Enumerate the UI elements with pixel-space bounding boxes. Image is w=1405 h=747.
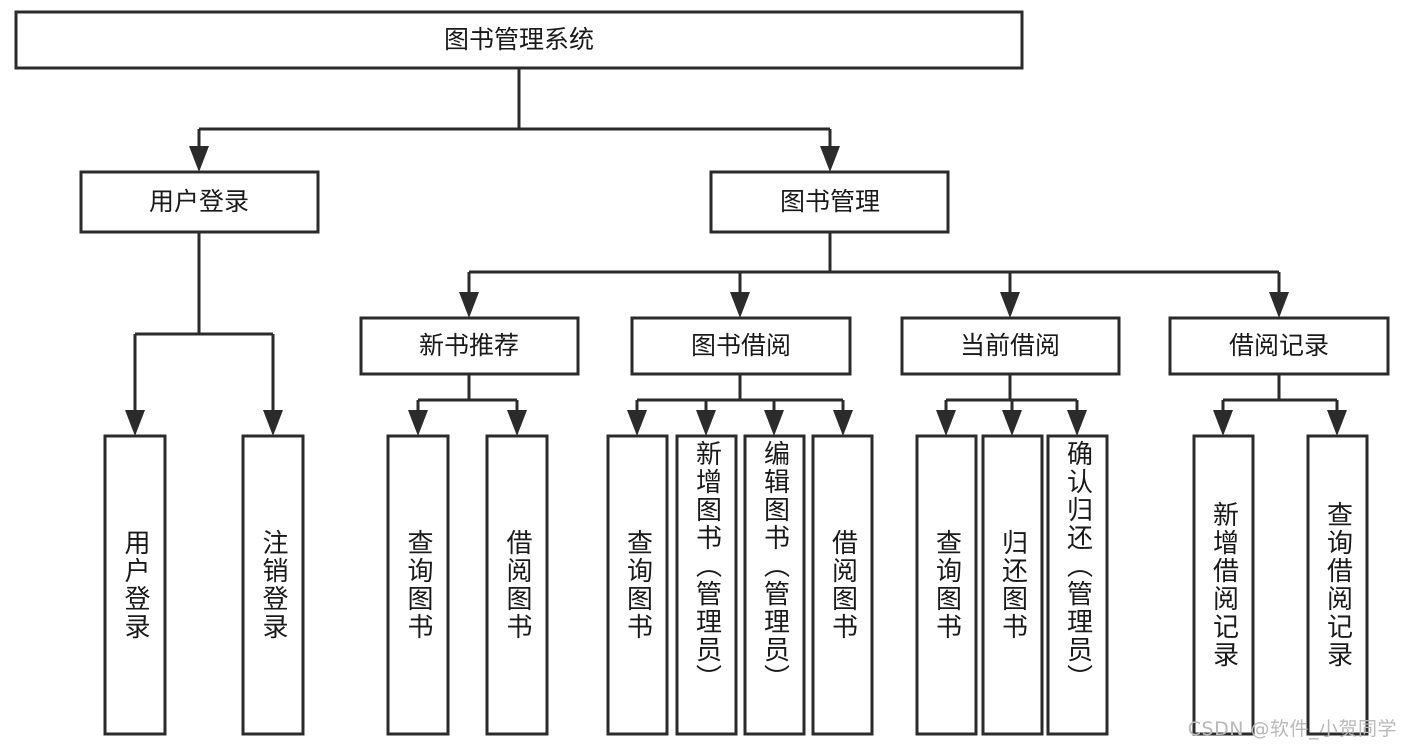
node-leaf-borrow-book-1[interactable]	[485, 434, 549, 736]
arrow-head-leaf-query-book-3	[936, 410, 956, 436]
node-current-borrow-label: 当前借阅	[960, 331, 1060, 360]
connector-current-borrow-to-leaves	[936, 374, 1087, 436]
node-new-book-recommend[interactable]: 新书推荐	[359, 316, 580, 376]
node-leaf-query-book-1[interactable]	[386, 434, 450, 736]
node-leaf-user-login[interactable]	[103, 434, 167, 736]
connector-borrow-record-to-leaves	[1213, 374, 1347, 436]
arrow-head-leaf-return-book	[1002, 410, 1022, 436]
arrow-head-new-book-recommend	[459, 292, 479, 318]
arrow-head-leaf-add-borrow-record	[1213, 410, 1233, 436]
node-new-book-recommend-label: 新书推荐	[419, 331, 519, 360]
connector-user-login-to-leaves	[125, 232, 283, 436]
node-leaf-borrow-book-2[interactable]	[811, 434, 874, 736]
arrow-head-leaf-edit-book	[764, 410, 784, 436]
node-root[interactable]: 图书管理系统	[14, 10, 1024, 70]
node-leaf-query-book-2[interactable]	[606, 434, 669, 736]
node-leaf-confirm-return[interactable]	[1046, 434, 1109, 736]
node-book-borrow[interactable]: 图书借阅	[630, 316, 852, 376]
arrow-head-leaf-query-book-1	[408, 410, 428, 436]
node-book-manage-label: 图书管理	[780, 187, 880, 216]
arrow-head-current-borrow	[1000, 292, 1020, 318]
arrow-head-user-login	[189, 146, 209, 172]
arrow-head-leaf-query-book-2	[627, 410, 647, 436]
arrow-head-leaf-user-logout	[263, 410, 283, 436]
node-user-login-label: 用户登录	[149, 187, 249, 216]
arrow-head-borrow-record	[1269, 292, 1289, 318]
connector-book-manage-to-level3	[459, 232, 1289, 318]
node-book-borrow-label: 图书借阅	[691, 331, 791, 360]
arrow-head-leaf-borrow-book-2	[833, 410, 853, 436]
csdn-watermark: CSDN @软件_小贺同学	[1187, 718, 1397, 740]
node-leaf-query-borrow-record[interactable]	[1306, 434, 1369, 736]
arrow-head-leaf-borrow-book-1	[507, 410, 527, 436]
node-root-label: 图书管理系统	[444, 25, 594, 54]
node-book-manage[interactable]: 图书管理	[709, 170, 950, 234]
arrow-head-book-manage	[820, 146, 840, 172]
node-leaf-query-book-3[interactable]	[915, 434, 978, 736]
arrow-head-leaf-add-book	[696, 410, 716, 436]
leaf-boxes	[103, 434, 1369, 736]
node-user-login[interactable]: 用户登录	[79, 170, 320, 234]
node-current-borrow[interactable]: 当前借阅	[900, 316, 1121, 376]
node-leaf-user-logout[interactable]	[241, 434, 305, 736]
connector-new-book-recommend-to-leaves	[408, 374, 527, 436]
connector-root-to-level2	[189, 68, 840, 172]
arrow-head-book-borrow	[730, 292, 750, 318]
node-leaf-return-book[interactable]	[981, 434, 1044, 736]
node-leaf-add-borrow-record[interactable]	[1192, 434, 1255, 736]
node-leaf-edit-book[interactable]	[743, 434, 806, 736]
arrow-head-leaf-query-borrow-record	[1327, 410, 1347, 436]
connector-book-borrow-to-leaves	[627, 374, 853, 436]
arrow-head-leaf-confirm-return	[1067, 410, 1087, 436]
arrow-head-leaf-user-login	[125, 410, 145, 436]
node-borrow-record[interactable]: 借阅记录	[1168, 316, 1390, 376]
node-borrow-record-label: 借阅记录	[1229, 331, 1329, 360]
node-leaf-add-book[interactable]	[675, 434, 738, 736]
